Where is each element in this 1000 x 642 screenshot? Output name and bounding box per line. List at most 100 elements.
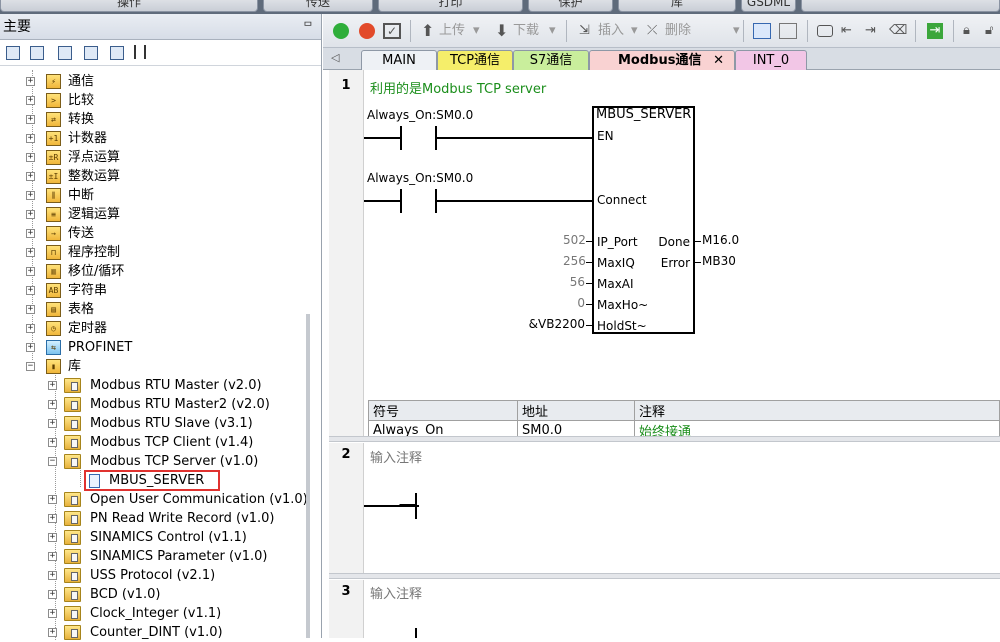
expand-icon[interactable]: +: [26, 228, 35, 238]
library-item[interactable]: + SINAMICS Control (v1.1): [48, 530, 247, 545]
library-item[interactable]: + PN Read Write Record (v1.0): [48, 511, 275, 526]
network-2-comment[interactable]: 输入注释: [370, 451, 423, 466]
tree-category-table[interactable]: + ▤ 表格: [26, 302, 95, 317]
network-icon[interactable]: [753, 23, 771, 39]
tab-s7[interactable]: S7通信: [513, 50, 589, 70]
goto-next-icon[interactable]: ⇥: [865, 23, 876, 38]
tree-category-int-math[interactable]: + ±I 整数运算: [26, 169, 121, 184]
expand-icon[interactable]: +: [48, 437, 57, 447]
expand-icon[interactable]: +: [48, 570, 57, 580]
menu-print[interactable]: 打印: [378, 0, 523, 12]
delete-icon[interactable]: ⤫: [647, 23, 658, 38]
expand-icon[interactable]: +: [48, 494, 57, 504]
library-item[interactable]: + Modbus RTU Master (v2.0): [48, 378, 262, 393]
download-dropdown-icon[interactable]: ▾: [549, 23, 556, 38]
compile-icon[interactable]: ✓: [383, 23, 401, 39]
tree-category-float-math[interactable]: + ±R 浮点运算: [26, 150, 121, 165]
view-icon[interactable]: [6, 46, 20, 60]
tree-category-convert[interactable]: + ⇄ 转换: [26, 112, 95, 127]
param-maxho[interactable]: 0: [577, 296, 585, 310]
expand-icon[interactable]: +: [26, 266, 35, 276]
goto-back-icon[interactable]: ⇤: [841, 23, 852, 38]
delete-dropdown-icon[interactable]: ▾: [733, 23, 740, 38]
document-icon[interactable]: [84, 46, 98, 60]
tab-modbus[interactable]: Modbus通信 ✕: [589, 50, 735, 70]
expand-icon[interactable]: +: [48, 380, 57, 390]
tab-scroll-left-icon[interactable]: ◁: [331, 51, 340, 64]
export-icon[interactable]: ⇥: [927, 23, 943, 39]
box-icon[interactable]: [817, 25, 833, 37]
tree-category-library[interactable]: − ▮ 库: [26, 359, 82, 374]
delete-button[interactable]: 删除: [665, 23, 692, 38]
menu-library[interactable]: 库: [618, 0, 736, 12]
upload-arrow-icon[interactable]: ⬆: [421, 21, 435, 40]
library-item[interactable]: + Modbus TCP Client (v1.4): [48, 435, 254, 450]
tree-category-counter[interactable]: + +1 计数器: [26, 131, 108, 146]
tab-int0[interactable]: INT_0: [735, 50, 807, 70]
tab-tcp[interactable]: TCP通信: [437, 50, 513, 70]
tree-category-timer[interactable]: + ◷ 定时器: [26, 321, 108, 336]
expand-icon[interactable]: +: [48, 608, 57, 618]
tree-category-program-control[interactable]: + ⊓ 程序控制: [26, 245, 121, 260]
clear-icon[interactable]: ⌫: [889, 23, 908, 38]
pin-icon[interactable]: ᄆ: [302, 20, 313, 33]
param-error[interactable]: MB30: [702, 254, 736, 268]
unlock-icon[interactable]: 🔓︎: [985, 23, 994, 38]
expand-icon[interactable]: +: [26, 190, 35, 200]
expand-icon[interactable]: +: [26, 247, 35, 257]
lock-icon[interactable]: 🔒︎: [963, 23, 970, 38]
menu-operate[interactable]: 操作: [0, 0, 258, 12]
library-item[interactable]: + SINAMICS Parameter (v1.0): [48, 549, 268, 564]
monitor-icon[interactable]: [779, 23, 797, 39]
network-3-comment[interactable]: 输入注释: [370, 587, 423, 602]
expand-icon[interactable]: +: [48, 399, 57, 409]
close-icon[interactable]: ✕: [713, 53, 724, 68]
expand-icon[interactable]: +: [48, 551, 57, 561]
param-maxai[interactable]: 56: [569, 275, 585, 289]
tree-category-string[interactable]: + AB 字符串: [26, 283, 108, 298]
expand-icon[interactable]: +: [26, 304, 35, 314]
tree-category-comm[interactable]: + ⚡ 通信: [26, 74, 95, 89]
expand-icon[interactable]: +: [26, 209, 35, 219]
tree-category-logic[interactable]: + ≡ 逻辑运算: [26, 207, 121, 222]
expand-icon[interactable]: +: [48, 627, 57, 637]
tree-category-profinet[interactable]: + ⇆ PROFINET: [26, 340, 133, 355]
menu-protect[interactable]: 保护: [528, 0, 613, 12]
library-item[interactable]: + BCD (v1.0): [48, 587, 161, 602]
library-item[interactable]: + Open User Communication (v1.0): [48, 492, 308, 507]
ladder-editor[interactable]: 1 利用的是Modbus TCP server Always_On:SM0.0 …: [323, 70, 1000, 638]
expand-icon[interactable]: +: [48, 532, 57, 542]
run-icon[interactable]: [333, 23, 349, 39]
expand-icon[interactable]: +: [48, 513, 57, 523]
tree-category-shift[interactable]: + ▥ 移位/循环: [26, 264, 125, 279]
expand-icon[interactable]: +: [26, 323, 35, 333]
selected-instruction-mbus-server[interactable]: MBUS_SERVER: [84, 470, 220, 491]
expand-icon[interactable]: +: [26, 171, 35, 181]
tree-category-move[interactable]: + → 传送: [26, 226, 95, 241]
table-row[interactable]: Always_On SM0.0 始终接通: [368, 420, 1000, 441]
expand-icon[interactable]: +: [48, 418, 57, 428]
download-button[interactable]: 下载: [513, 23, 540, 38]
insert-button[interactable]: 插入: [598, 23, 625, 38]
expand-icon[interactable]: +: [26, 285, 35, 295]
tab-main[interactable]: MAIN: [361, 50, 437, 70]
tree-scrollbar[interactable]: [306, 314, 310, 638]
menu-transfer[interactable]: 传送: [263, 0, 373, 12]
param-done[interactable]: M16.0: [702, 233, 740, 247]
mbus-server-block[interactable]: MBUS_SERVER EN Connect IP_Port MaxIQ Max…: [592, 106, 695, 334]
tree-category-interrupt[interactable]: + ⫼ 中断: [26, 188, 95, 203]
param-holdst[interactable]: &VB2200: [528, 317, 585, 331]
table-view-icon[interactable]: [58, 46, 72, 60]
list-icon[interactable]: [30, 46, 44, 60]
library-item-expanded[interactable]: − Modbus TCP Server (v1.0): [48, 454, 259, 469]
expand-icon[interactable]: +: [26, 152, 35, 162]
expand-icon[interactable]: +: [26, 95, 35, 105]
tree-category-compare[interactable]: + > 比较: [26, 93, 95, 108]
collapse-icon[interactable]: −: [48, 456, 57, 466]
network-1-comment[interactable]: 利用的是Modbus TCP server: [370, 82, 547, 97]
download-arrow-icon[interactable]: ⬇: [495, 21, 509, 40]
insert-icon[interactable]: ⇲: [579, 23, 590, 38]
library-item[interactable]: + Modbus RTU Master2 (v2.0): [48, 397, 270, 412]
collapse-icon[interactable]: −: [26, 361, 35, 371]
expand-icon[interactable]: +: [26, 114, 35, 124]
